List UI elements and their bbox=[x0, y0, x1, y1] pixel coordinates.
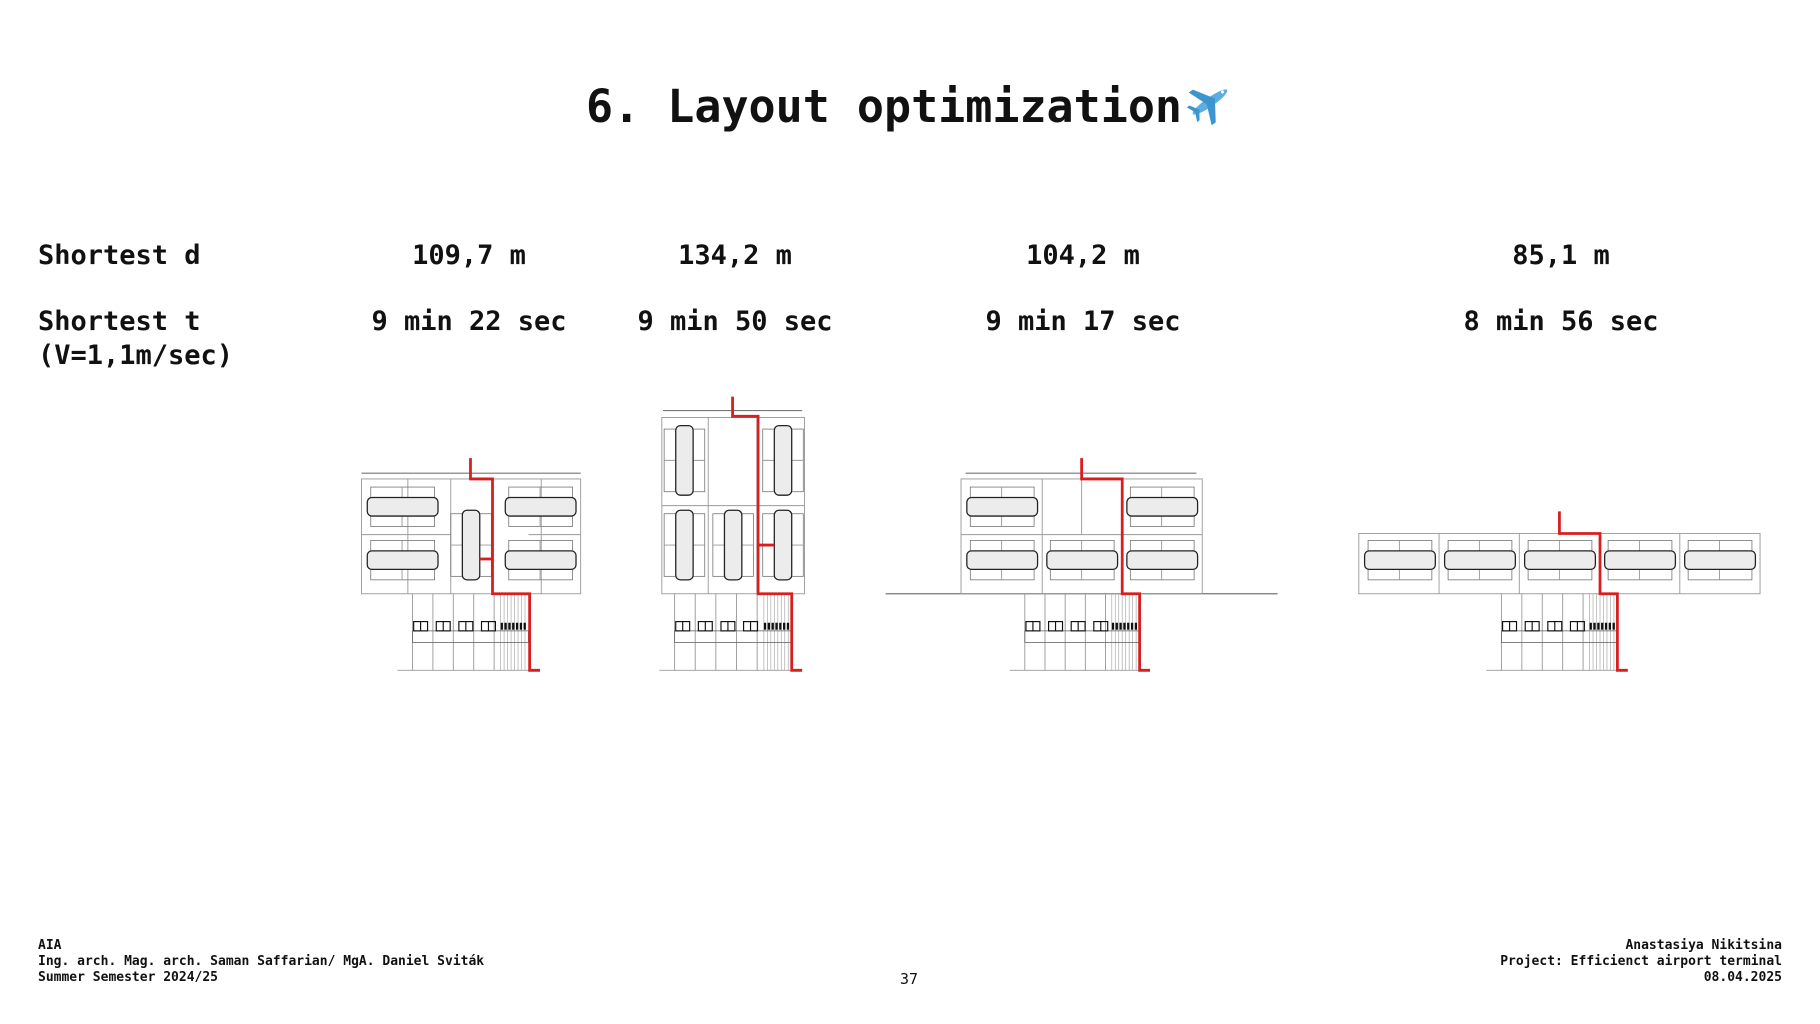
time-value-4: 8 min 56 sec bbox=[1463, 306, 1659, 337]
page-title: 6. Layout optimization bbox=[0, 78, 1820, 133]
gate-pier bbox=[1126, 550, 1199, 571]
security-lane bbox=[771, 622, 774, 630]
footer-supervisors: Ing. arch. Mag. arch. Saman Saffarian/ M… bbox=[38, 954, 485, 969]
shortest-route-path bbox=[731, 396, 803, 672]
security-lane bbox=[763, 622, 767, 630]
gate-pier bbox=[504, 496, 577, 517]
shortest-route-path bbox=[469, 458, 541, 672]
security-lane bbox=[523, 622, 526, 630]
gate-pier bbox=[773, 424, 793, 496]
security-lane bbox=[1604, 622, 1608, 630]
footer-author: Anastasiya Nikitsina bbox=[1625, 938, 1782, 953]
security-lane bbox=[775, 622, 778, 630]
time-value-1: 9 min 22 sec bbox=[371, 306, 567, 337]
footer-course: AIA bbox=[38, 938, 62, 953]
security-lane bbox=[1597, 622, 1600, 630]
security-lane bbox=[500, 622, 503, 630]
gate-pier bbox=[723, 509, 743, 581]
security-lane bbox=[1123, 622, 1126, 630]
distance-value-3: 104,2 m bbox=[1026, 240, 1140, 271]
gate-pier bbox=[966, 550, 1039, 571]
footer-left: AIA Ing. arch. Mag. arch. Saman Saffaria… bbox=[38, 938, 484, 986]
shortest-time-label: Shortest t bbox=[38, 306, 201, 337]
gate-pier bbox=[966, 496, 1039, 517]
footer-semester: Summer Semester 2024/25 bbox=[38, 970, 219, 985]
gate-pier bbox=[461, 509, 481, 581]
gate-pier bbox=[504, 550, 577, 571]
shortest-route-path bbox=[1558, 511, 1628, 672]
layout-diagram-1 bbox=[361, 458, 582, 672]
distance-value-1: 109,7 m bbox=[412, 240, 526, 271]
security-lane bbox=[1593, 622, 1596, 630]
security-lane bbox=[1589, 622, 1592, 630]
velocity-label: (V=1,1m/sec) bbox=[38, 340, 234, 371]
distance-value-4: 85,1 m bbox=[1512, 240, 1610, 271]
time-value-3: 9 min 17 sec bbox=[985, 306, 1181, 337]
security-lane bbox=[783, 622, 786, 630]
gate-pier bbox=[1443, 550, 1516, 571]
security-lane bbox=[512, 622, 515, 630]
layout-diagram-2 bbox=[659, 396, 805, 672]
gate-pier bbox=[675, 424, 694, 496]
security-lane bbox=[767, 622, 771, 630]
gate-pier bbox=[1126, 496, 1199, 517]
gate-pier bbox=[366, 550, 439, 571]
layout-diagram-3 bbox=[885, 458, 1278, 672]
security-lane bbox=[1601, 622, 1604, 630]
security-lane bbox=[786, 622, 790, 630]
gate-pier bbox=[1604, 550, 1677, 571]
gate-pier bbox=[675, 509, 694, 581]
shortest-route-path bbox=[1080, 458, 1151, 672]
footer-project: Project: Efficienct airport terminal bbox=[1500, 954, 1782, 969]
page-number: 37 bbox=[900, 970, 919, 988]
security-lane bbox=[508, 622, 511, 630]
security-lane bbox=[519, 622, 523, 630]
airplane-icon bbox=[1186, 89, 1228, 126]
title-text: 6. Layout optimization bbox=[585, 80, 1183, 133]
security-lane bbox=[1134, 622, 1138, 630]
security-lane bbox=[779, 622, 782, 630]
security-lane bbox=[1127, 622, 1130, 630]
footer-date: 08.04.2025 bbox=[1703, 970, 1782, 985]
gate-pier bbox=[1523, 550, 1597, 571]
security-lane bbox=[515, 622, 519, 630]
security-lane bbox=[1608, 622, 1612, 630]
shortest-distance-label: Shortest d bbox=[38, 240, 201, 271]
gate-pier bbox=[366, 496, 439, 517]
gate-pier bbox=[1363, 550, 1436, 571]
security-lane bbox=[1612, 622, 1615, 630]
gate-pier bbox=[1684, 550, 1757, 571]
gate-pier bbox=[773, 509, 793, 581]
gate-pier bbox=[1046, 550, 1119, 571]
security-lane bbox=[504, 622, 507, 630]
security-lane bbox=[1115, 622, 1118, 630]
layout-diagram-4 bbox=[1358, 511, 1761, 672]
security-lane bbox=[1111, 622, 1115, 630]
footer-right: Anastasiya Nikitsina Project: Efficienct… bbox=[1500, 938, 1782, 986]
security-lane bbox=[1130, 622, 1134, 630]
security-lane bbox=[1119, 622, 1122, 630]
time-value-2: 9 min 50 sec bbox=[637, 306, 833, 337]
distance-value-2: 134,2 m bbox=[678, 240, 792, 271]
